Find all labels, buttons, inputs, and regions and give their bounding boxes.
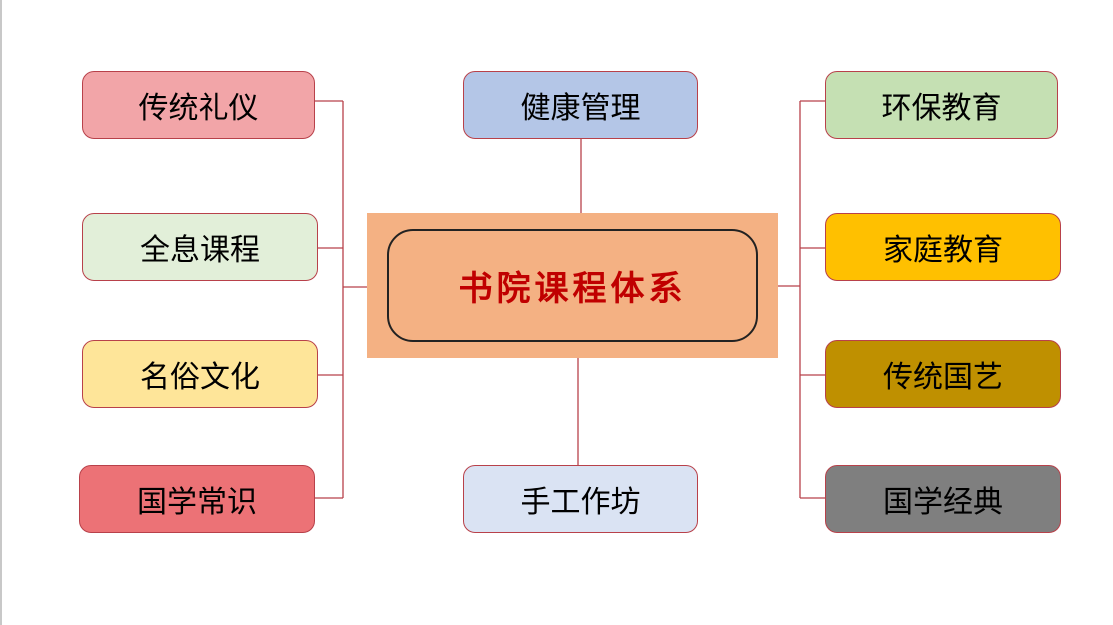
node-right-1[interactable]: 环保教育 <box>825 71 1058 139</box>
node-left-3[interactable]: 名俗文化 <box>82 340 318 408</box>
node-label: 名俗文化 <box>140 360 260 395</box>
node-label: 传统国艺 <box>883 360 1003 395</box>
central-title-box: 书院课程体系 <box>367 213 778 358</box>
node-label: 全息课程 <box>140 233 260 268</box>
node-label: 家庭教育 <box>883 233 1003 268</box>
central-title: 书院课程体系 <box>458 269 687 309</box>
node-label: 环保教育 <box>881 91 1002 126</box>
node-top[interactable]: 健康管理 <box>463 71 698 139</box>
node-left-1[interactable]: 传统礼仪 <box>82 71 315 139</box>
node-label: 国学常识 <box>137 485 257 520</box>
node-right-3[interactable]: 传统国艺 <box>825 340 1061 408</box>
node-right-4[interactable]: 国学经典 <box>825 465 1061 533</box>
node-bottom[interactable]: 手工作坊 <box>463 465 698 533</box>
node-right-2[interactable]: 家庭教育 <box>825 213 1061 281</box>
ornamental-frame <box>387 229 758 342</box>
node-label: 国学经典 <box>883 485 1003 520</box>
node-label: 传统礼仪 <box>138 91 259 126</box>
node-label: 手工作坊 <box>520 485 641 520</box>
page-edge <box>0 0 2 625</box>
node-left-2[interactable]: 全息课程 <box>82 213 318 281</box>
node-left-4[interactable]: 国学常识 <box>79 465 315 533</box>
node-label: 健康管理 <box>520 91 641 126</box>
